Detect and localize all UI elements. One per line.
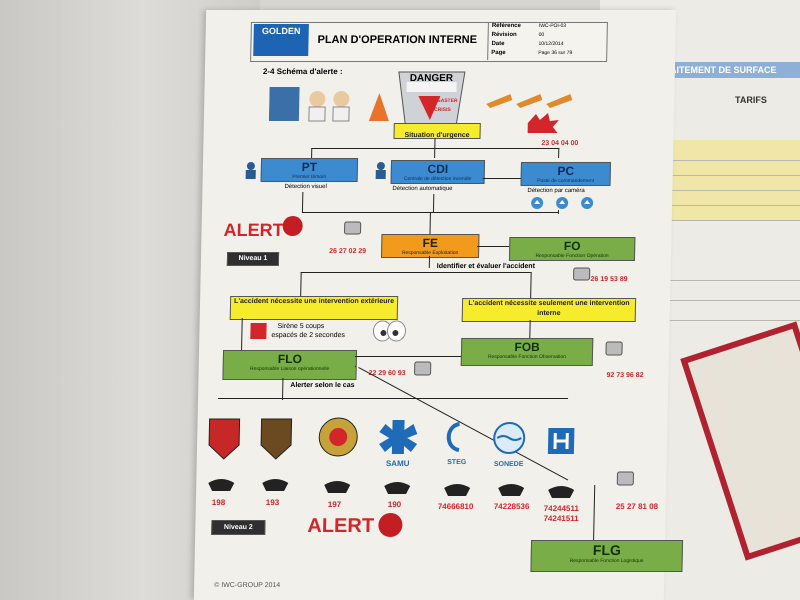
telephone-icon-2 [262, 479, 289, 491]
danger-title: DANGER [409, 73, 454, 84]
document-title: PLAN D'OPERATION INTERNE [317, 34, 478, 46]
niveau2-badge: Niveau 2 [211, 520, 266, 535]
telephone-icon-6 [498, 484, 525, 496]
service-number-193: 193 [265, 498, 280, 507]
alarm-bell-icon [282, 216, 303, 236]
header-fields: Référence IWC-POI-03 Révision 00 Date 10… [487, 22, 607, 60]
cellphone-icon-2 [573, 267, 591, 281]
service-number-sonede: 74228536 [493, 502, 530, 511]
phone-top: 23 04 04 00 [541, 140, 579, 147]
danger-sub2: CRISIS [434, 107, 451, 113]
fe-phone: 26 27 02 29 [329, 248, 367, 255]
service-steg: STEG [437, 420, 478, 470]
danger-sub1: DISASTER [432, 98, 458, 104]
sirene-line-2: espacés de 2 secondes [271, 332, 345, 339]
person-icon [245, 162, 256, 179]
siren-icon [250, 323, 267, 339]
pc-label: Détection par caméra [527, 188, 585, 194]
alert-logo-2: ALERT [307, 515, 375, 537]
firefighter-icon [375, 162, 386, 179]
eyes-mascot-icon [372, 320, 406, 342]
service-garde-nationale [205, 415, 244, 465]
service-police [257, 415, 296, 465]
situation-urgence-box: Situation d'urgence [393, 123, 481, 139]
telephone-icon-7 [548, 486, 575, 498]
service-number-hopital: 74244511 [543, 504, 579, 513]
emergency-illustrations [268, 87, 389, 122]
danger-sign-icon [398, 71, 466, 129]
pt-label: Détection visuel [284, 184, 327, 190]
service-number-steg: 74666810 [437, 502, 474, 511]
alert-logo-1: ALERT [223, 220, 284, 240]
telephone-icon-1 [208, 479, 235, 491]
pc-arrow-icons [531, 197, 594, 209]
alerter-label: Alerter selon le cas [290, 382, 355, 389]
cellphone-icon-3 [414, 361, 432, 376]
cdi-label: Détection automatique [392, 186, 453, 192]
service-protection-civile [317, 415, 360, 465]
golden-logo: GOLDEN [253, 24, 309, 56]
identify-label: Identifier et évaluer l'accident [436, 263, 536, 270]
telephone-icon-3 [324, 481, 351, 493]
internal-intervention-box: L'accident nécessite seulement une inter… [461, 298, 637, 322]
cellphone-icon-4 [605, 341, 623, 356]
fo-phone: 26 19 53 89 [590, 276, 628, 283]
service-hopital [541, 424, 582, 474]
section-title: 2-4 Schéma d'alerte : [262, 67, 343, 76]
fob-phone: 92 73 96 82 [606, 372, 644, 379]
service-number-197: 197 [327, 500, 342, 509]
alarm-bell-icon-2 [378, 513, 403, 537]
telephone-icon-5 [444, 484, 471, 496]
service-number-190: 190 [387, 500, 402, 509]
sirene-line-1: Sirène 5 coups [277, 323, 325, 330]
footer-copyright: © IWC-GROUP 2014 [214, 582, 281, 589]
telephone-icon-4 [384, 482, 411, 494]
niveau1-badge: Niveau 1 [226, 252, 280, 266]
vehicle-illustrations [486, 94, 573, 108]
bg-title: TARIFS [735, 95, 767, 105]
cellphone-icon-5 [616, 471, 634, 486]
service-sonede: SONEDE [487, 422, 532, 472]
alert-burst-icon [527, 113, 559, 133]
operation-plan-page: GOLDEN PLAN D'OPERATION INTERNE Référenc… [193, 10, 684, 600]
service-samu: SAMU [377, 418, 420, 468]
cellphone-icon [344, 221, 362, 235]
service-number-198: 198 [211, 498, 226, 507]
service-number-hopital-2: 74241511 [543, 514, 579, 523]
external-intervention-box: L'accident nécessite une intervention ex… [229, 296, 399, 320]
right-phone: 25 27 81 08 [615, 502, 659, 511]
